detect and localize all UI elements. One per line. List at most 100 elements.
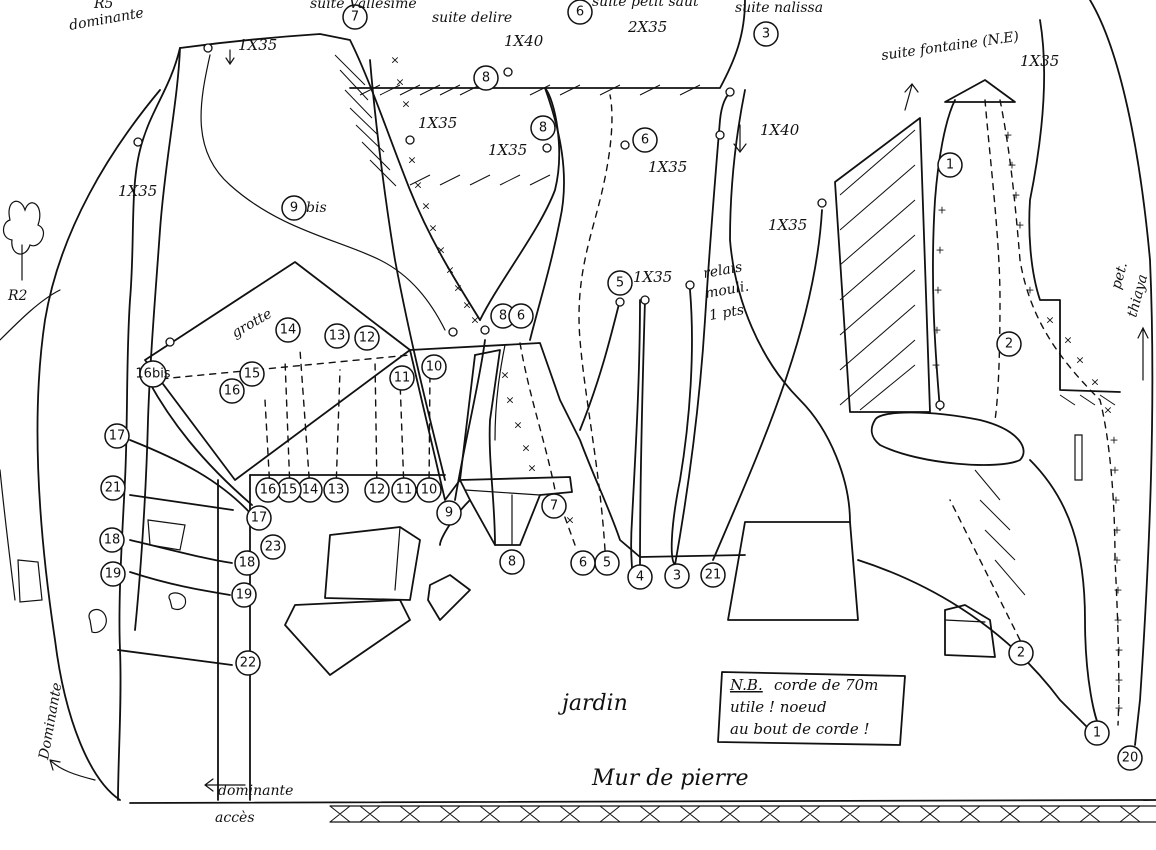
route-marker-label: 15: [281, 483, 298, 498]
route-marker-5: 5: [594, 550, 620, 576]
svg-text:+: +: [1109, 434, 1118, 447]
route-marker-circle: [541, 493, 567, 519]
route-marker-9: 9: [281, 195, 307, 221]
route-marker-circle: [1084, 720, 1110, 746]
route-marker-label: 13: [329, 329, 346, 344]
route-marker-2: 2: [1008, 640, 1034, 666]
bolt-count-label: 1X40: [760, 121, 800, 139]
svg-text:+: +: [1015, 219, 1024, 232]
bolt-count-label: 2X35: [627, 18, 667, 36]
route-marker-label: 6: [579, 556, 587, 571]
svg-text:×: ×: [513, 419, 522, 432]
route-marker-label: 3: [673, 569, 681, 584]
route-marker-3: 3: [664, 563, 690, 589]
svg-text:+: +: [1112, 524, 1121, 537]
svg-text:×: ×: [1090, 376, 1099, 389]
label-suite-nalissa: suite nalissa: [735, 0, 823, 16]
label-grotte: grotte: [229, 306, 275, 342]
route-marker-label: 16bis: [135, 367, 170, 382]
route-marker-circle: [391, 477, 417, 503]
route-marker-label: 9: [290, 201, 298, 216]
route-marker-label: 10: [421, 483, 438, 498]
label-pet: pet.: [1108, 260, 1131, 291]
note-line-3: au bout de corde !: [730, 720, 870, 738]
svg-text:+: +: [1110, 464, 1119, 477]
route-marker-circle: [100, 561, 126, 587]
route-marker-circle: [275, 317, 301, 343]
svg-text:+: +: [932, 324, 941, 337]
svg-text:×: ×: [395, 76, 404, 89]
hatching: [334, 54, 1116, 596]
route-marker-22: 22: [235, 650, 261, 676]
route-marker-3: 3: [753, 21, 779, 47]
note-line-2: utile ! noeud: [730, 698, 827, 716]
route-marker-circle: [323, 477, 349, 503]
route-marker-8: 8: [473, 65, 499, 91]
route-marker-label: 1: [1093, 726, 1101, 741]
route-marker-label: 14: [302, 483, 319, 498]
route-marker-circle: [239, 361, 265, 387]
route-marker-21: 21: [100, 475, 126, 501]
route-marker-circle: [389, 365, 415, 391]
route-marker-14: 14: [275, 317, 301, 343]
note-nb: N.B.: [729, 676, 763, 694]
bolt-count-label: 1X35: [633, 268, 672, 286]
route-marker-circle: [364, 477, 390, 503]
route-marker-6: 6: [508, 303, 534, 329]
route-marker-circle: [104, 423, 130, 449]
label-suite-fontaine: suite fontaine (N.E): [880, 29, 1020, 64]
route-marker-circle: [607, 270, 633, 296]
route-marker-19: 19: [100, 561, 126, 587]
route-marker-label: 15: [244, 367, 261, 382]
label-r2: R2: [7, 288, 28, 304]
route-marker-label: 6: [641, 133, 649, 148]
route-marker-16bis: 16bis: [135, 360, 171, 388]
label-9bis: bis: [306, 200, 327, 216]
route-marker-circle: [234, 550, 260, 576]
route-marker-circle: [567, 0, 593, 25]
svg-text:+: +: [1113, 614, 1122, 627]
route-marker-circle: [473, 65, 499, 91]
svg-text:+: +: [935, 244, 944, 257]
label-r5: R5: [93, 0, 114, 12]
svg-text:×: ×: [421, 200, 430, 213]
bolt-count-label: 1X35: [118, 182, 157, 200]
route-marker-2: 2: [996, 331, 1022, 357]
route-marker-label: 8: [539, 121, 547, 136]
stone-wall: [329, 805, 1156, 823]
route-marker-circle: [436, 500, 462, 526]
route-marker-circle: [530, 115, 556, 141]
route-marker-16: 16: [255, 477, 281, 503]
route-marker-circle: [1008, 640, 1034, 666]
route-marker-circle: [1117, 745, 1143, 771]
svg-text:×: ×: [521, 442, 530, 455]
route-marker-label: 14: [280, 323, 297, 338]
note-box: N.B. corde de 70m utile ! noeud au bout …: [717, 671, 906, 746]
cross-marks: ××× ××× ××× ××× ××× ××× × +++ ++× ××× ×+…: [390, 54, 1123, 715]
route-marker-label: 19: [236, 588, 253, 603]
bolt-count-label: 1X35: [418, 114, 457, 132]
label-relais-2: mouli.: [704, 279, 750, 302]
route-marker-20: 20: [1117, 745, 1143, 771]
route-marker-19: 19: [231, 582, 257, 608]
route-marker-circle: [996, 331, 1022, 357]
route-marker-label: 21: [705, 568, 722, 583]
svg-text:+: +: [1114, 702, 1123, 715]
route-marker-label: 19: [105, 567, 122, 582]
route-marker-label: 3: [762, 27, 770, 42]
bolt-count-label: 1X35: [648, 158, 687, 176]
route-marker-17: 17: [104, 423, 130, 449]
route-marker-label: 20: [1122, 751, 1139, 766]
route-marker-label: 16: [224, 384, 241, 399]
route-marker-circle: [937, 152, 963, 178]
route-marker-15: 15: [276, 477, 302, 503]
route-marker-label: 2: [1005, 337, 1013, 352]
route-marker-label: 23: [265, 540, 282, 555]
route-marker-label: 16: [260, 483, 277, 498]
route-marker-label: 17: [109, 429, 126, 444]
svg-text:×: ×: [401, 98, 410, 111]
route-marker-circle: [342, 4, 368, 30]
route-marker-circle: [508, 303, 534, 329]
route-marker-12: 12: [364, 477, 390, 503]
